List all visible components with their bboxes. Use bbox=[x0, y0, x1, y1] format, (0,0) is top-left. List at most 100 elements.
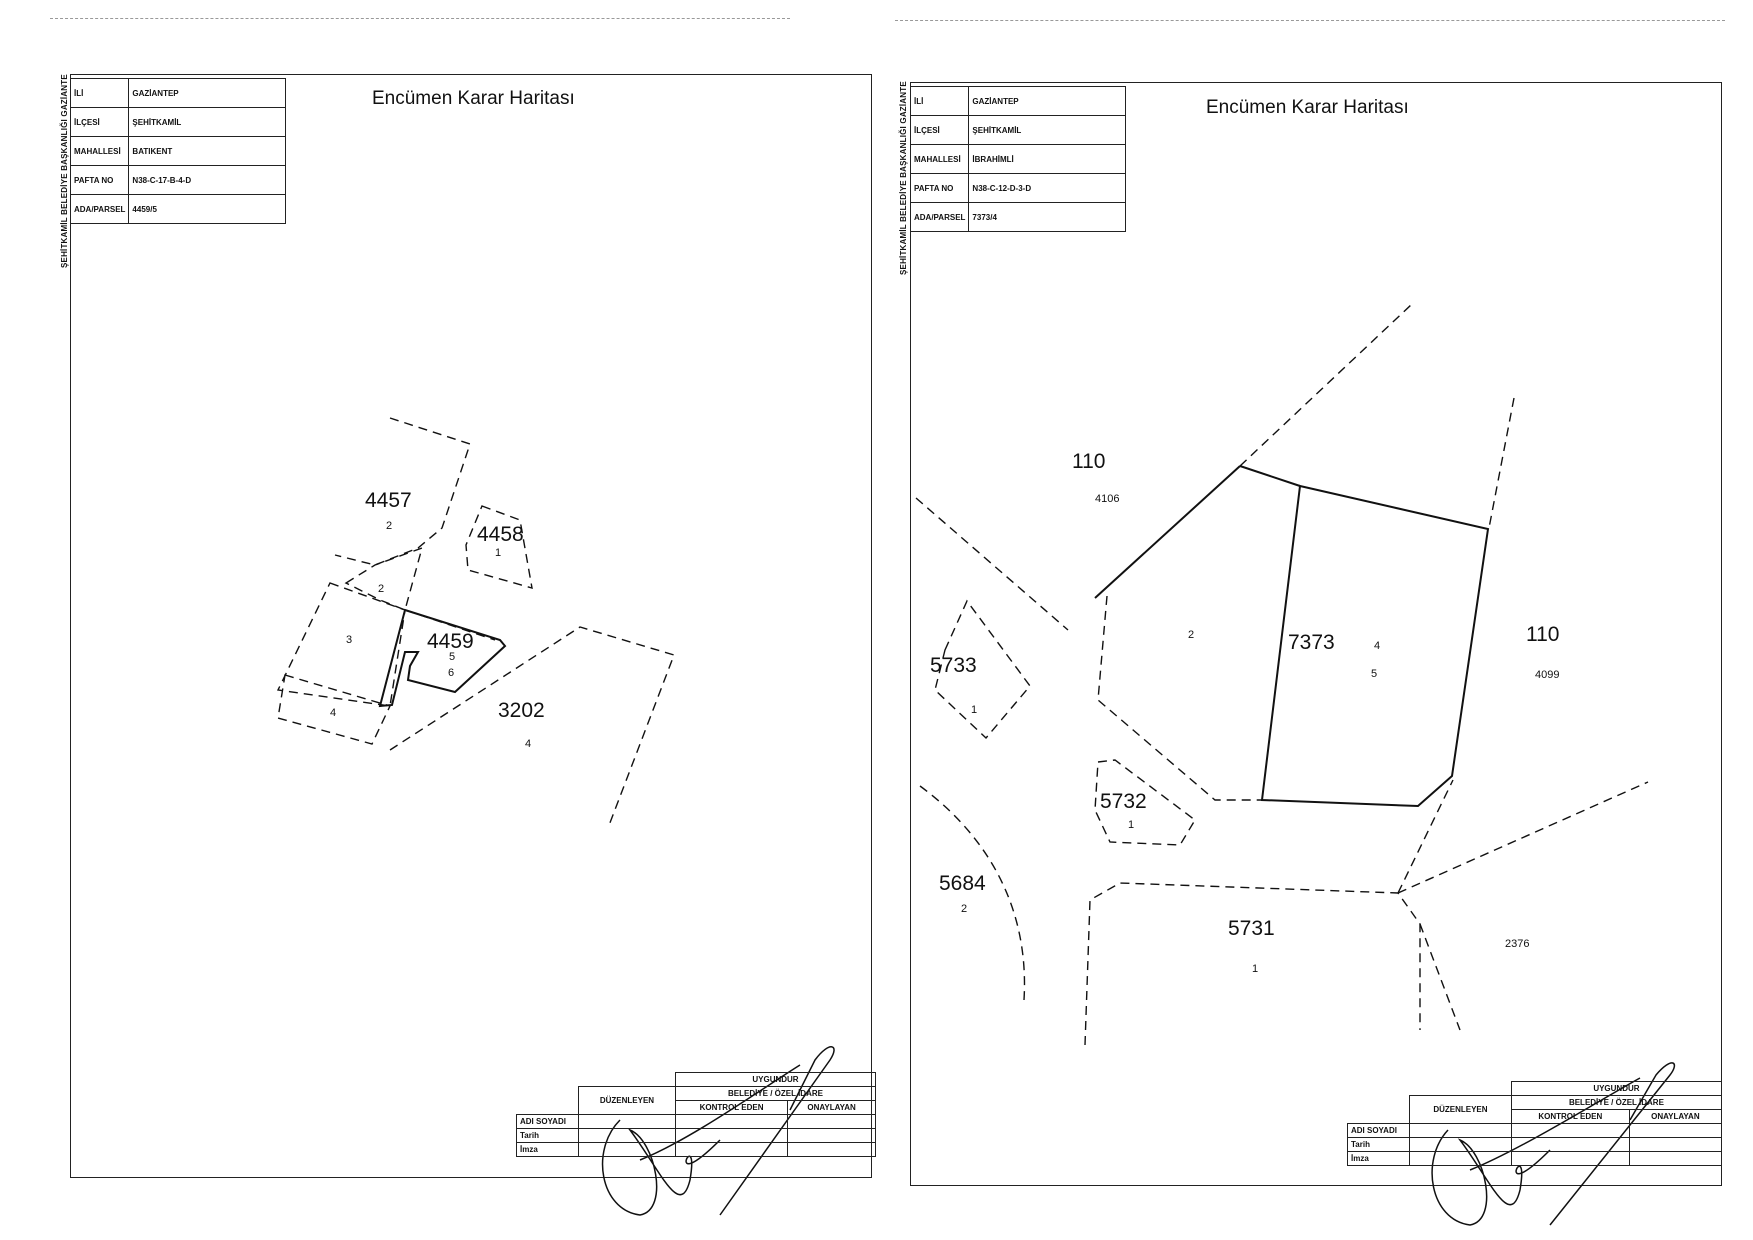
approval-heading-uygundur: UYGUNDUR bbox=[1510, 1081, 1723, 1096]
approval-header-kontrol: KONTROL EDEN bbox=[674, 1100, 789, 1115]
approval-cell bbox=[1628, 1151, 1723, 1166]
info-key: İLÇESİ bbox=[909, 115, 970, 145]
approval-header-onaylayan: ONAYLAYAN bbox=[1628, 1109, 1723, 1124]
parcel-boundary-5684 bbox=[919, 785, 1026, 1001]
parcel-boundary-2376b bbox=[1397, 779, 1454, 894]
parcel-boundary-lot4 bbox=[277, 674, 391, 745]
parcel-boundary-2376 bbox=[1397, 781, 1649, 894]
approval-cell bbox=[674, 1114, 789, 1129]
map-sheet-left bbox=[70, 74, 872, 1178]
parcel-number-5731: 1 bbox=[1252, 963, 1258, 975]
info-key: ADA/PARSEL bbox=[909, 202, 970, 232]
info-value: GAZİANTEP bbox=[128, 78, 287, 108]
parcel-label-110-a: 110 bbox=[1072, 450, 1105, 473]
parcel-number-4459-6: 6 bbox=[448, 667, 454, 679]
parcel-number-4106: 4106 bbox=[1095, 493, 1119, 505]
approval-header-duzenleyen: DÜZENLEYEN bbox=[1409, 1095, 1512, 1124]
approval-header-duzenleyen: DÜZENLEYEN bbox=[578, 1086, 676, 1115]
parcel-boundary-5731 bbox=[1084, 882, 1421, 1046]
approval-header-authority: BELEDİYE / ÖZEL İDARE bbox=[1510, 1095, 1723, 1110]
parcel-number-5733: 1 bbox=[971, 704, 977, 716]
approval-cell bbox=[578, 1114, 676, 1129]
lot-number-2: 2 bbox=[378, 583, 384, 595]
parcel-boundary-2 bbox=[1097, 595, 1262, 801]
info-key: ADA/PARSEL bbox=[69, 194, 130, 224]
parcel-number-5732: 1 bbox=[1128, 819, 1134, 831]
parcel-number-7373-4: 4 bbox=[1374, 640, 1380, 652]
parcel-number-5684: 2 bbox=[961, 903, 967, 915]
approval-cell bbox=[578, 1142, 676, 1157]
info-value: ŞEHİTKAMİL bbox=[128, 107, 287, 137]
parcel-boundary-4457 bbox=[334, 417, 471, 566]
info-value: 4459/5 bbox=[128, 194, 287, 224]
approval-header-kontrol: KONTROL EDEN bbox=[1510, 1109, 1630, 1124]
parcel-number-7373-5: 5 bbox=[1371, 668, 1377, 680]
parcel-label-4458: 4458 bbox=[477, 523, 524, 546]
parcel-boundary-lot2 bbox=[344, 546, 424, 611]
approval-header-authority: BELEDİYE / ÖZEL İDARE bbox=[674, 1086, 877, 1101]
info-key: PAFTA NO bbox=[69, 165, 130, 195]
parcel-label-3202: 3202 bbox=[498, 699, 545, 722]
approval-cell bbox=[1628, 1123, 1723, 1138]
approval-heading-uygundur: UYGUNDUR bbox=[674, 1072, 877, 1087]
approval-cell bbox=[1510, 1151, 1630, 1166]
parcel-boundary-4458 bbox=[465, 505, 533, 589]
approval-cell bbox=[578, 1128, 676, 1143]
approval-row-name: ADI SOYADI bbox=[516, 1114, 579, 1129]
spacer bbox=[1348, 1096, 1410, 1110]
approval-cell bbox=[1628, 1137, 1723, 1152]
parcel-boundary-5732 bbox=[1094, 759, 1196, 846]
approval-cell bbox=[1510, 1137, 1630, 1152]
spacer bbox=[517, 1087, 579, 1101]
parcel-label-5732: 5732 bbox=[1100, 790, 1147, 813]
approval-cell bbox=[1409, 1151, 1512, 1166]
parcel-number-2376: 2376 bbox=[1505, 938, 1529, 950]
approval-row-signature: İmza bbox=[516, 1142, 579, 1157]
approval-cell bbox=[787, 1128, 876, 1143]
spacer bbox=[517, 1101, 579, 1115]
parcel-label-7373: 7373 bbox=[1288, 631, 1335, 654]
parcel-number-4459-5: 5 bbox=[449, 651, 455, 663]
parcel-label-5731: 5731 bbox=[1228, 917, 1275, 940]
road-boundary bbox=[1488, 397, 1515, 529]
info-key: İLÇESİ bbox=[69, 107, 130, 137]
highlight-parcel-4459-5 bbox=[378, 608, 507, 708]
spacer bbox=[1348, 1082, 1512, 1096]
road-boundary bbox=[915, 497, 1069, 631]
parcel-boundary-5733 bbox=[934, 599, 1031, 740]
parcel-boundary-7373-left bbox=[1094, 465, 1241, 599]
scan-edge-line bbox=[895, 20, 1725, 21]
approval-cell bbox=[674, 1128, 789, 1143]
parcel-boundary-3202 bbox=[389, 626, 675, 829]
approval-header-onaylayan: ONAYLAYAN bbox=[787, 1100, 876, 1115]
approval-row-date: Tarih bbox=[516, 1128, 579, 1143]
approval-table-right: UYGUNDUR DÜZENLEYEN BELEDİYE / ÖZEL İDAR… bbox=[1347, 1081, 1723, 1166]
info-value: N38-C-17-B-4-D bbox=[128, 165, 287, 195]
lot-number-3: 3 bbox=[346, 634, 352, 646]
parcel-label-110-b: 110 bbox=[1526, 623, 1559, 646]
approval-cell bbox=[1409, 1137, 1512, 1152]
info-value: BATIKENT bbox=[128, 136, 287, 166]
parcel-number-4457: 2 bbox=[386, 520, 392, 532]
approval-cell bbox=[787, 1114, 876, 1129]
parcel-boundary-5731-r bbox=[1419, 923, 1461, 1031]
info-value: N38-C-12-D-3-D bbox=[968, 173, 1127, 203]
road-boundary bbox=[1239, 303, 1413, 467]
map-sheet-right bbox=[910, 82, 1722, 1186]
parcel-label-5733: 5733 bbox=[930, 654, 977, 677]
parcel-boundary-7373 bbox=[1239, 465, 1301, 487]
approval-cell bbox=[1409, 1123, 1512, 1138]
info-key: İLİ bbox=[909, 86, 970, 116]
parcel-boundary-lot3 bbox=[276, 582, 406, 707]
map-title-left: Encümen Karar Haritası bbox=[372, 88, 575, 109]
approval-cell bbox=[1510, 1123, 1630, 1138]
spacer bbox=[1348, 1110, 1410, 1124]
